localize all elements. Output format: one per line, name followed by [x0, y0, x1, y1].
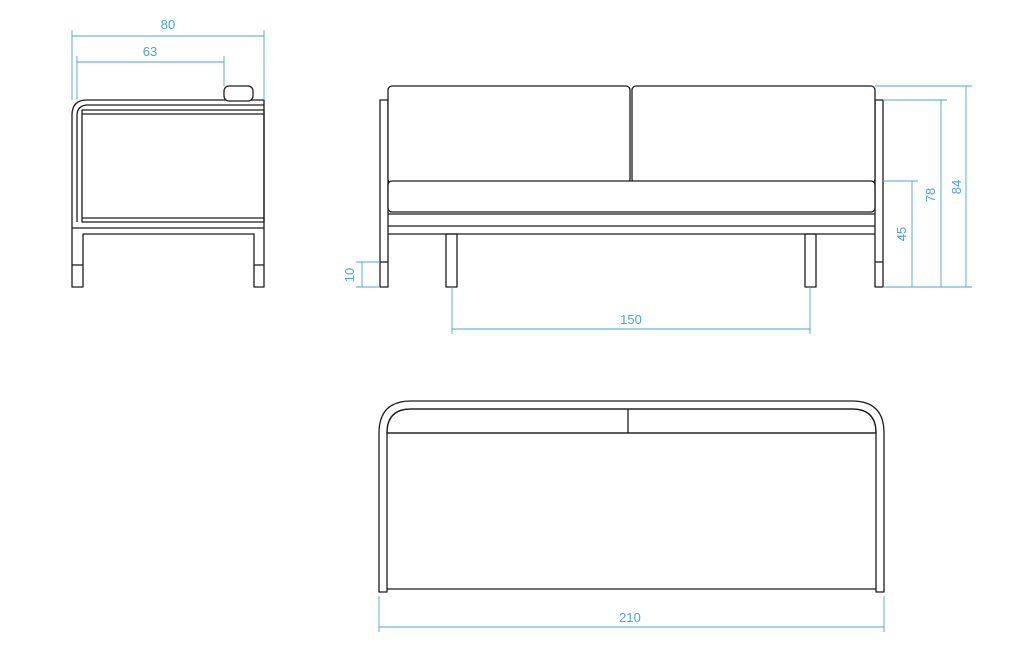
top-back-cushions: [386, 408, 877, 434]
dimension-label-45: 45: [894, 227, 909, 241]
dimension-leg-height: 10: [342, 261, 380, 288]
side-view: [71, 85, 265, 288]
dimension-seat-height: 45: [883, 180, 918, 287]
top-frame-outer: [378, 400, 885, 593]
side-frame-outer: [71, 99, 265, 288]
front-view: [379, 85, 884, 288]
dimension-back-height: 78: [883, 99, 947, 287]
front-leg-left: [445, 233, 458, 288]
dimension-leg-spacing: 150: [451, 287, 811, 334]
dimension-seat-depth: 63: [76, 44, 225, 100]
dimension-label-63: 63: [143, 44, 157, 59]
front-right-post: [874, 99, 884, 288]
back-cushion-right: [631, 85, 876, 184]
side-arm-panel: [76, 104, 264, 222]
dimension-overall-depth: 80: [71, 17, 265, 100]
back-cushion-left: [387, 85, 631, 184]
seat-cushion: [387, 180, 876, 213]
side-back-cushion: [223, 85, 254, 102]
front-left-post: [379, 99, 389, 288]
top-view: [378, 400, 885, 593]
dimension-label-150: 150: [620, 312, 642, 327]
dimension-overall-height: 84: [875, 85, 972, 288]
dimension-label-210: 210: [619, 610, 641, 625]
dimension-label-84: 84: [949, 180, 964, 194]
front-leg-right: [804, 233, 817, 288]
dimension-label-80: 80: [161, 17, 175, 32]
dimension-label-10: 10: [342, 268, 357, 282]
side-seat-box: [81, 109, 265, 223]
dimension-label-78: 78: [923, 188, 938, 202]
dimension-overall-width: 210: [378, 596, 885, 632]
